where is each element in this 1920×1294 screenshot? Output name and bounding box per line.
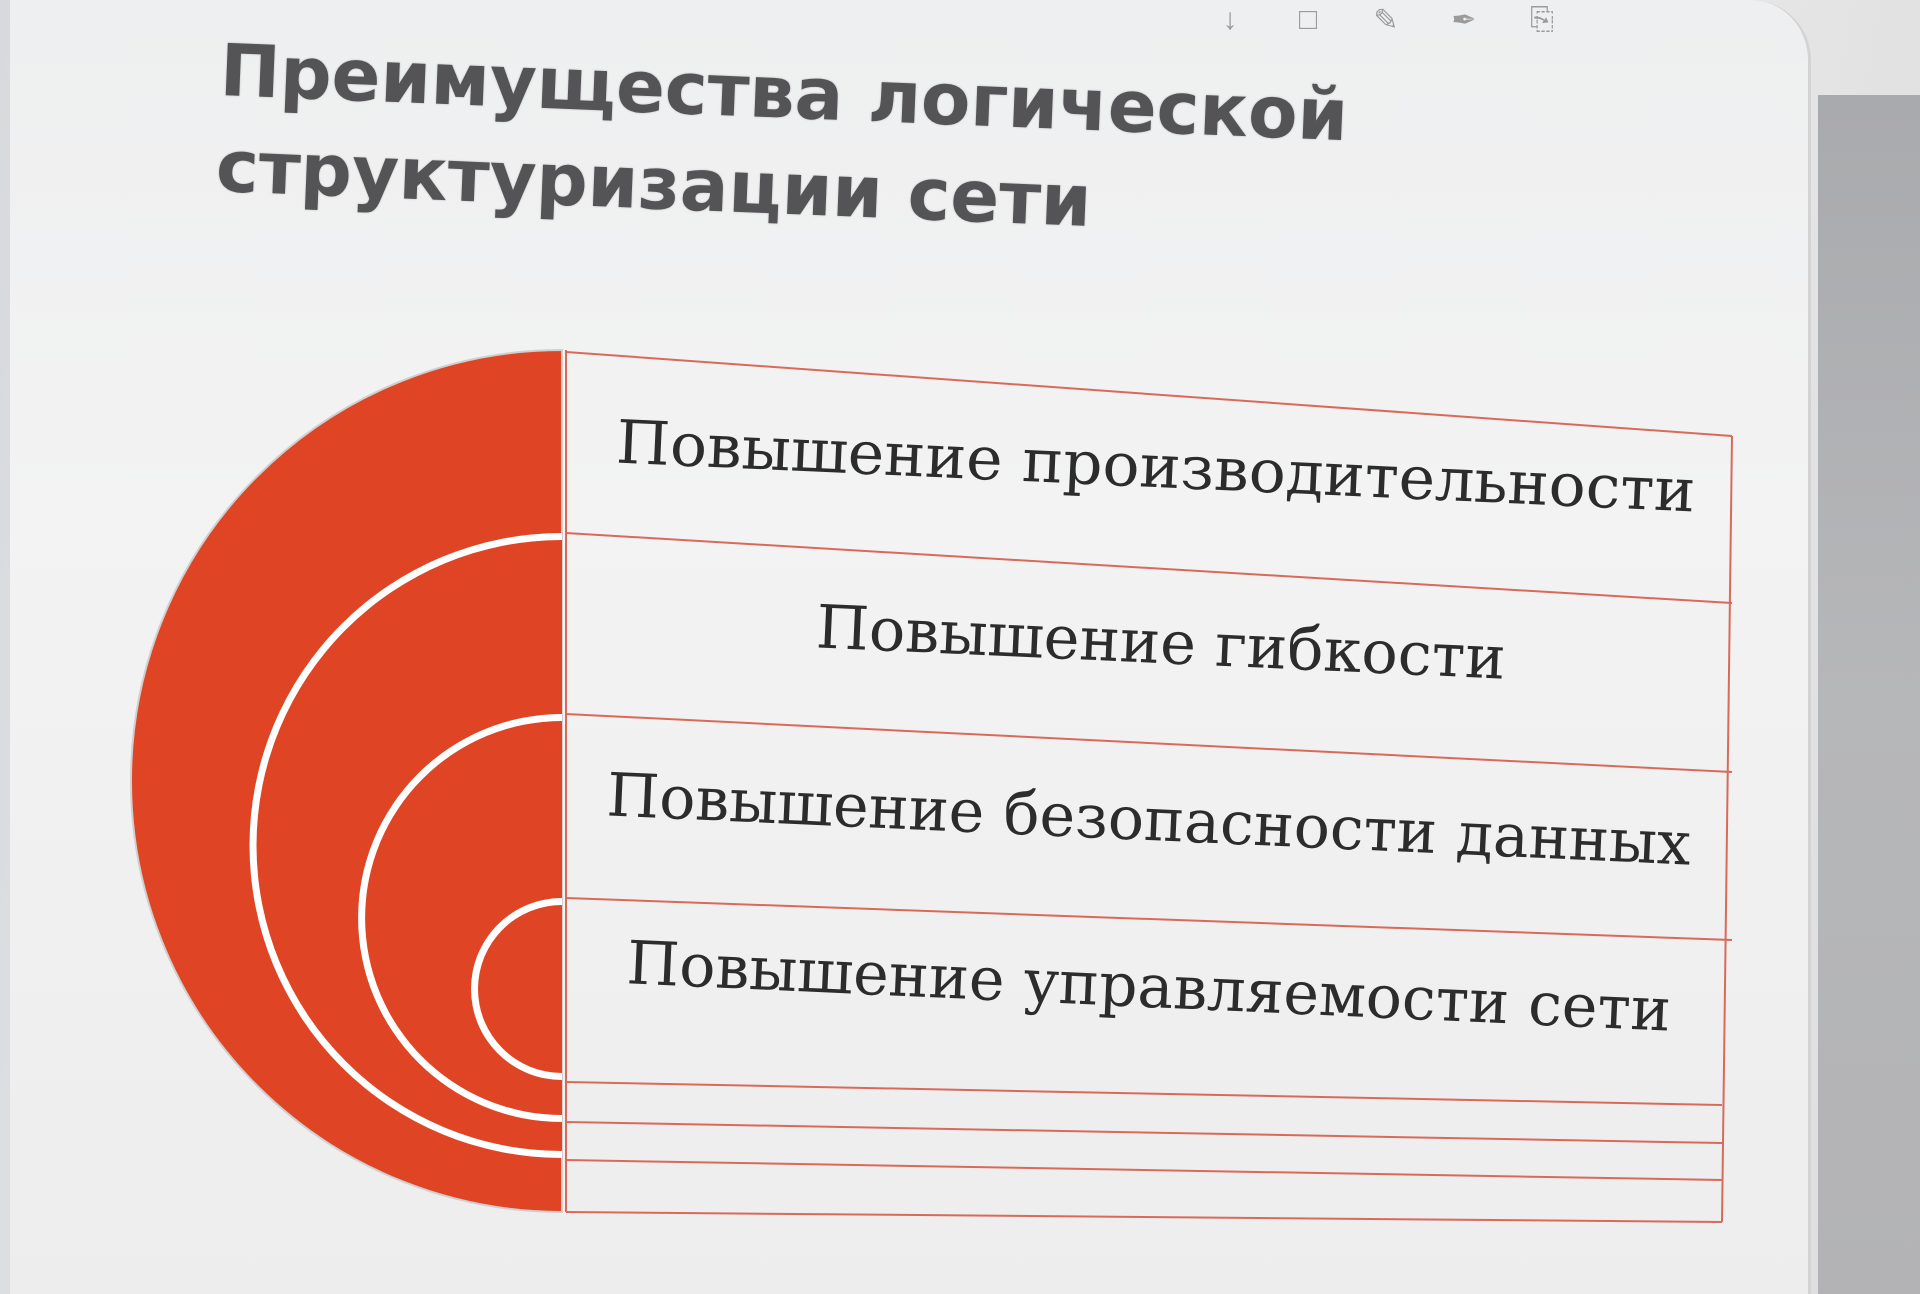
- box-divider-8: [565, 1211, 1723, 1223]
- comment-icon[interactable]: □: [1298, 3, 1318, 36]
- box-divider-2: [565, 532, 1733, 604]
- box-divider-7: [565, 1159, 1723, 1181]
- box-divider-4: [565, 897, 1733, 941]
- box-divider-6: [565, 1121, 1723, 1144]
- item-label-3: Повышение безопасности данных: [605, 760, 1692, 879]
- concentric-arcs: [130, 348, 563, 1214]
- screen-edge: [1818, 95, 1920, 1294]
- box-divider-5: [565, 1081, 1723, 1106]
- item-boxes: [565, 350, 1733, 1223]
- slide-toolbar: ↓ □ ✎ ✒ ⎘: [1100, 0, 1560, 40]
- eraser-icon[interactable]: ⎘: [1530, 3, 1554, 36]
- box-right-edge: [1721, 435, 1733, 1223]
- pen-icon[interactable]: ✎: [1373, 3, 1399, 37]
- highlighter-icon[interactable]: ✒: [1451, 3, 1477, 37]
- item-label-4: Повышение управляемости сети: [625, 928, 1672, 1045]
- box-divider-3: [565, 713, 1733, 773]
- item-label-1: Повышение производительности: [615, 408, 1697, 527]
- arc-fill-4: [478, 905, 562, 1073]
- box-divider-1: [565, 351, 1733, 437]
- down-arrow-icon[interactable]: ↓: [1222, 3, 1238, 36]
- item-label-2: Повышение гибкости: [815, 592, 1507, 693]
